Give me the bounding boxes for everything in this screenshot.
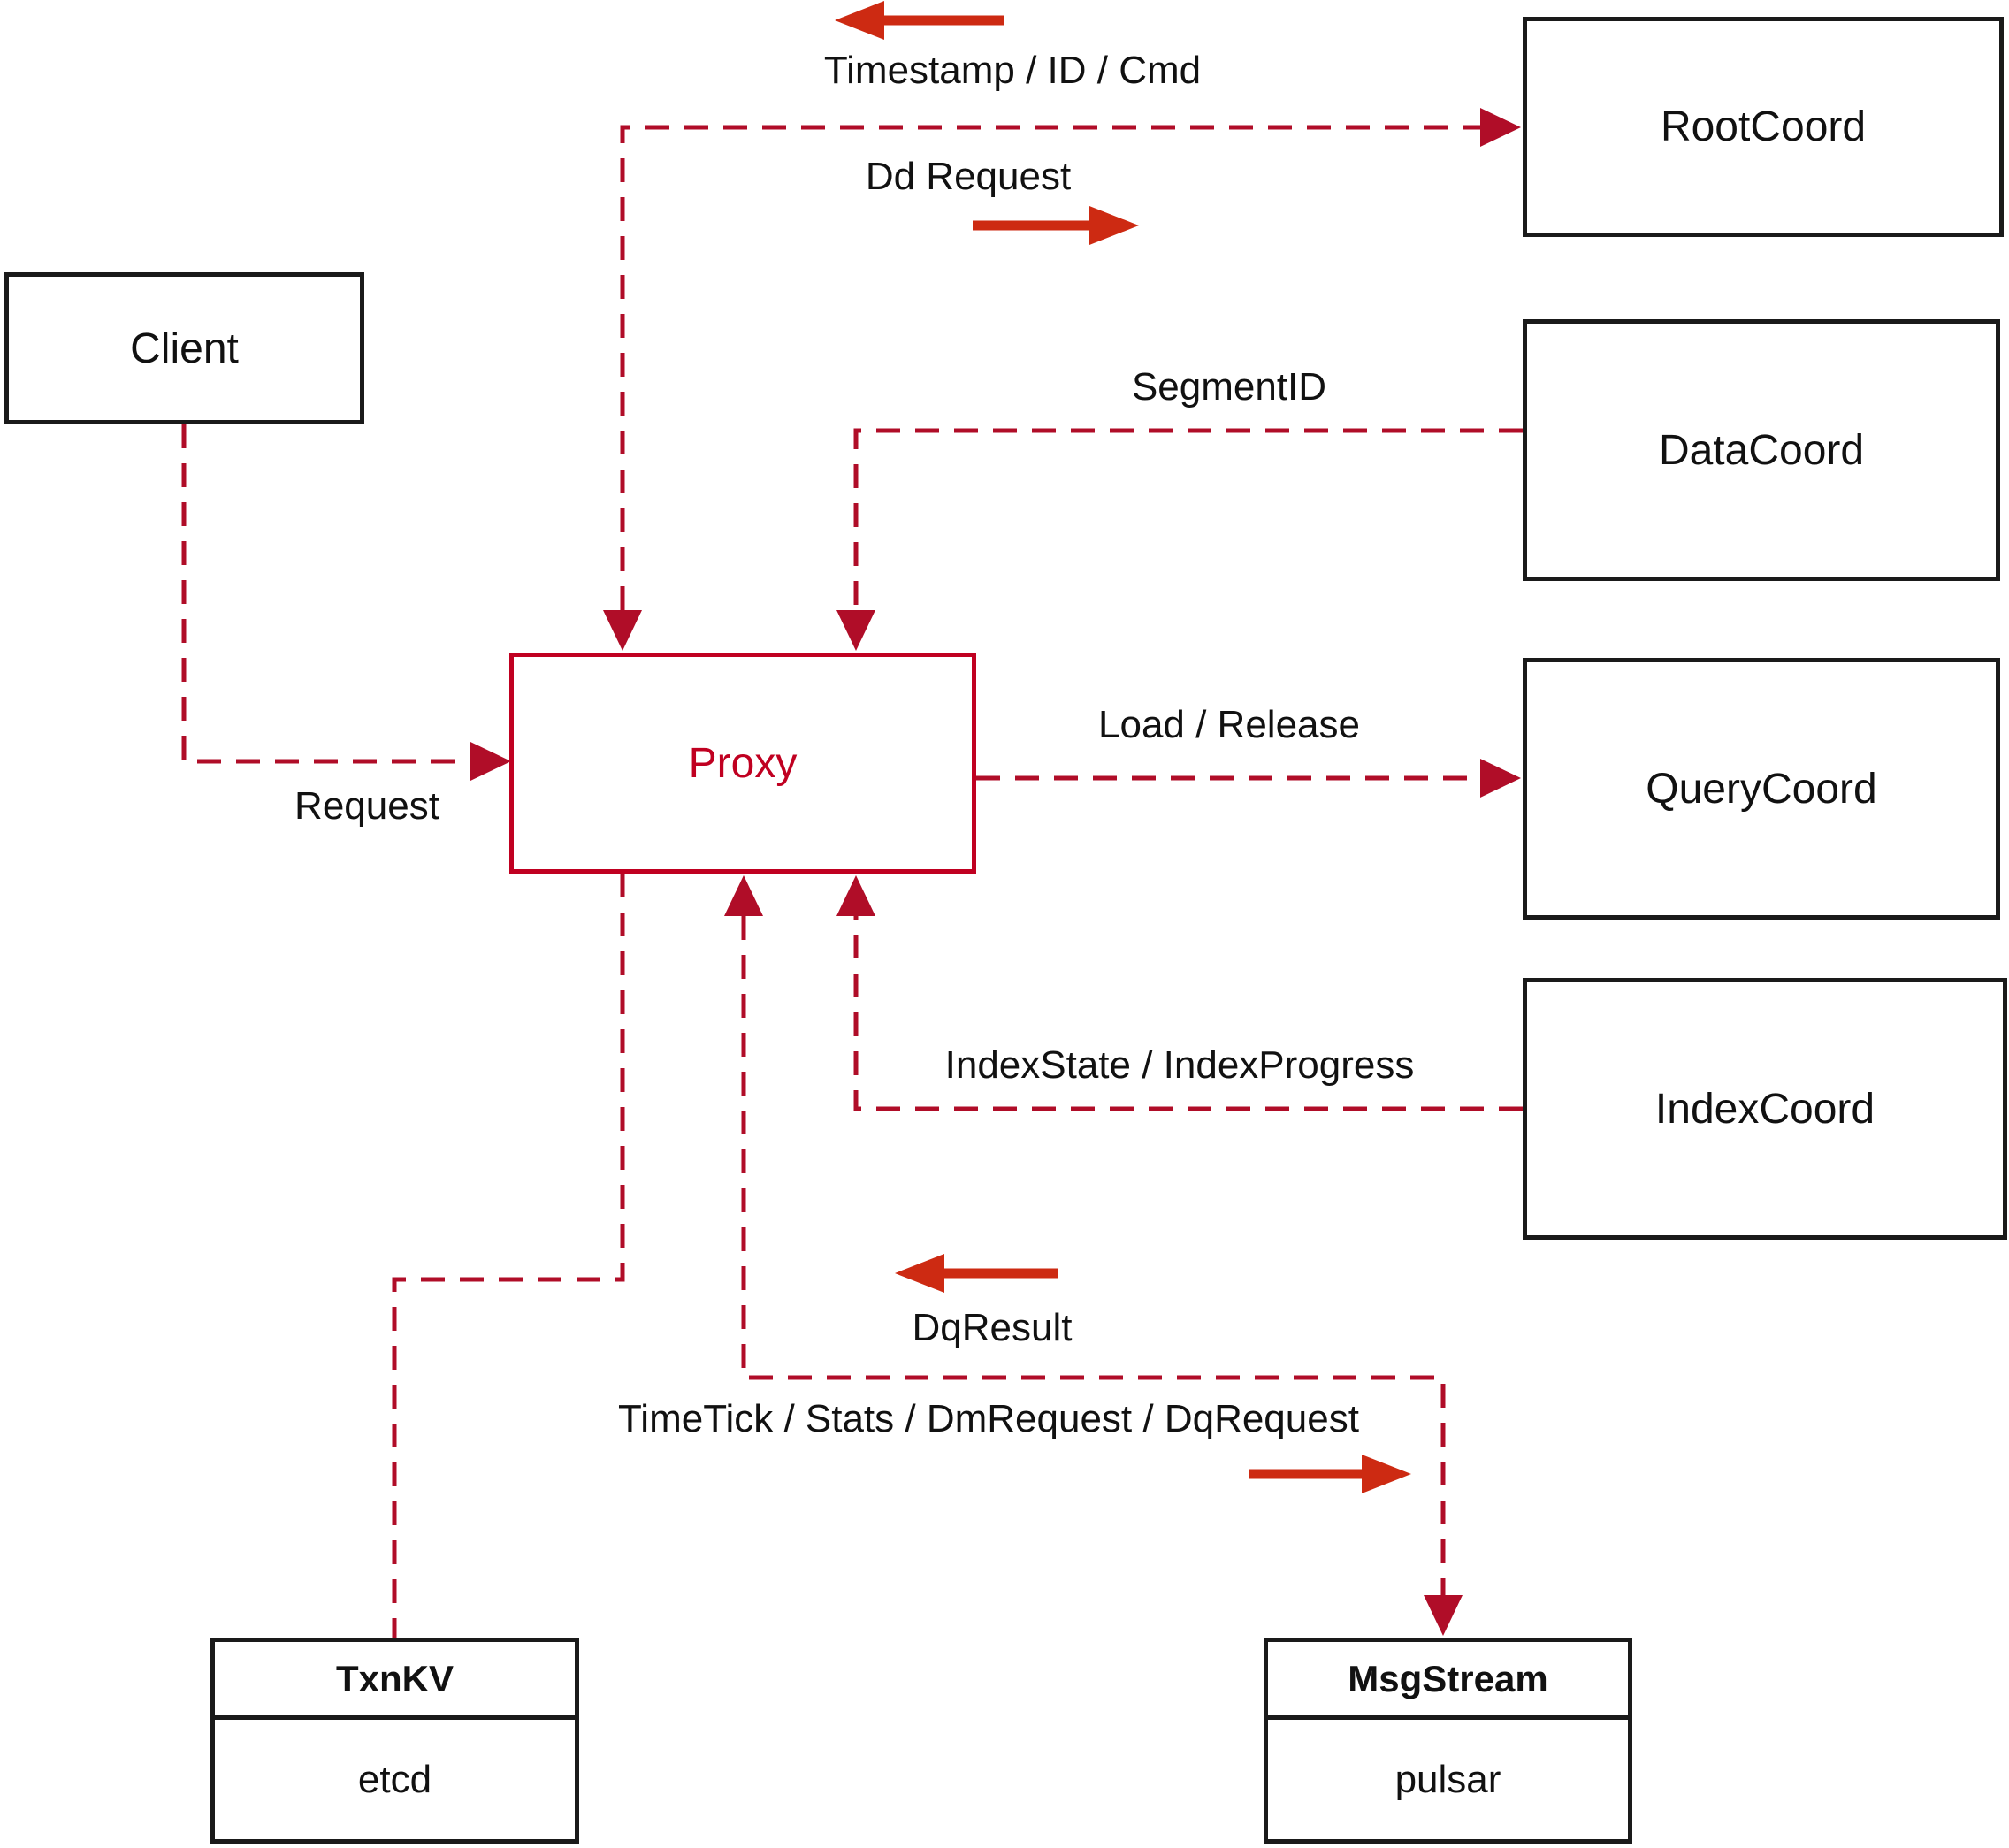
proxy-label: Proxy — [688, 739, 798, 787]
arrowhead-into-proxy-top-left-icon — [603, 610, 642, 651]
label-request: Request — [294, 784, 439, 828]
node-txnkv: TxnKV etcd — [210, 1638, 579, 1844]
txnkv-impl: etcd — [357, 1757, 432, 1801]
label-load-release: Load / Release — [1098, 703, 1360, 746]
label-index-state: IndexState / IndexProgress — [944, 1043, 1415, 1087]
rootcoord-label: RootCoord — [1660, 103, 1867, 150]
txnkv-title: TxnKV — [215, 1642, 575, 1720]
arrow-left-top-icon — [835, 1, 1004, 40]
arrowhead-into-rootcoord-icon — [1480, 108, 1521, 147]
label-time-tick: TimeTick / Stats / DmRequest / DqRequest — [618, 1397, 1359, 1440]
label-segment-id: SegmentID — [1131, 365, 1327, 409]
node-msgstream: MsgStream pulsar — [1264, 1638, 1632, 1844]
node-indexcoord: IndexCoord — [1523, 978, 2007, 1240]
querycoord-label: QueryCoord — [1646, 765, 1877, 813]
arrowhead-into-querycoord-icon — [1480, 759, 1521, 798]
arrow-right-top-icon — [973, 206, 1139, 245]
edge-indexcoord-proxy — [853, 916, 1523, 1111]
arrow-right-timetick-icon — [1249, 1455, 1411, 1493]
arrowhead-into-proxy-top-right-icon — [836, 610, 875, 651]
arrowhead-into-proxy-left-icon — [470, 742, 511, 781]
node-client: Client — [4, 272, 364, 424]
node-datacoord: DataCoord — [1523, 319, 2000, 581]
edge-client-proxy — [181, 424, 470, 764]
edge-proxy-msgstream — [741, 916, 1446, 1595]
msgstream-impl: pulsar — [1394, 1757, 1501, 1801]
arrowhead-into-msgstream-icon — [1424, 1595, 1463, 1636]
node-proxy: Proxy — [509, 653, 976, 874]
node-querycoord: QueryCoord — [1523, 658, 2000, 920]
label-timestamp-id-cmd: Timestamp / ID / Cmd — [823, 49, 1202, 92]
msgstream-title: MsgStream — [1268, 1642, 1628, 1720]
datacoord-label: DataCoord — [1658, 426, 1865, 474]
client-label: Client — [130, 325, 239, 372]
arrowhead-into-proxy-bottom-left-icon — [724, 875, 763, 916]
edge-proxy-txnkv — [392, 874, 625, 1638]
indexcoord-label: IndexCoord — [1654, 1085, 1875, 1133]
label-dq-result: DqResult — [912, 1306, 1073, 1349]
label-dd-request: Dd Request — [865, 155, 1072, 198]
arrow-left-dqresult-icon — [895, 1254, 1058, 1293]
arrowhead-into-proxy-bottom-right-icon — [836, 875, 875, 916]
edge-datacoord-proxy — [853, 428, 1523, 610]
edge-proxy-rootcoord — [620, 125, 1480, 610]
node-rootcoord: RootCoord — [1523, 17, 2004, 237]
